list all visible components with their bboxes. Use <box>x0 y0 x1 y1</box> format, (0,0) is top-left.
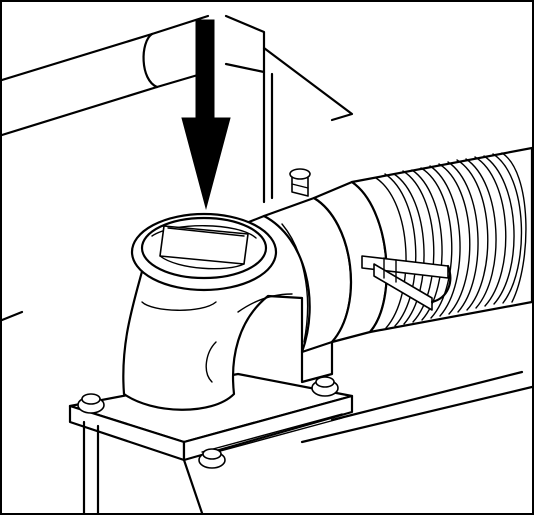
clamp-bolt <box>289 168 311 197</box>
frame-rail <box>2 14 354 322</box>
hose-clamp <box>361 255 452 311</box>
drain-cap <box>130 212 278 292</box>
flange-bolts <box>77 376 339 469</box>
down-arrow <box>181 19 231 210</box>
